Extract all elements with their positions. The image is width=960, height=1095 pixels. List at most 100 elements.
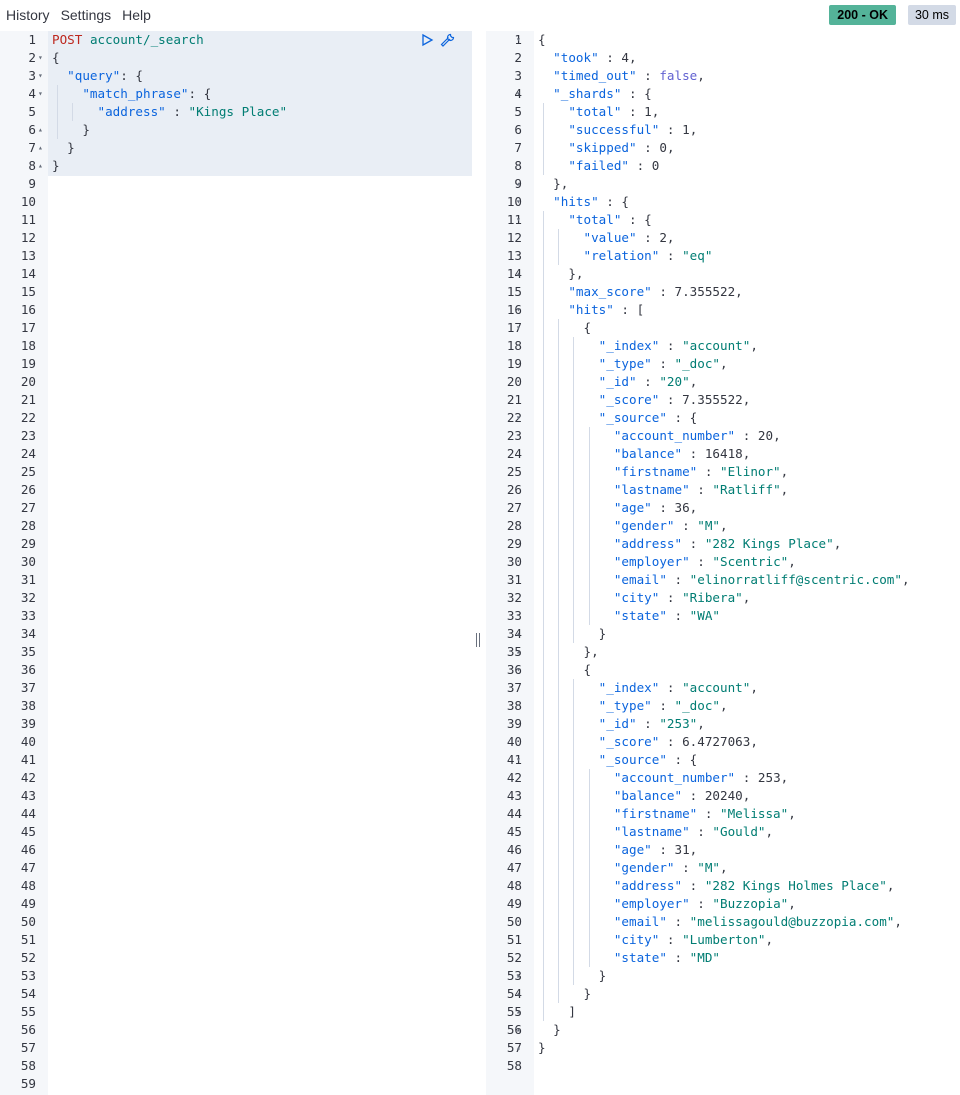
response-line[interactable]: 3 "timed_out" : false, [486,67,960,85]
request-line[interactable]: 48 [0,877,472,895]
request-line[interactable]: 45 [0,823,472,841]
fold-collapse-icon[interactable]: ▾ [38,71,43,80]
response-line[interactable]: 49 "employer" : "Buzzopia", [486,895,960,913]
request-line[interactable]: 34 [0,625,472,643]
request-line[interactable]: 26 [0,481,472,499]
response-line[interactable]: 15 "max_score" : 7.355522, [486,283,960,301]
fold-expand-icon[interactable]: ▴ [38,143,43,152]
request-line[interactable]: 4▾ "match_phrase": { [0,85,472,103]
fold-expand-icon[interactable]: ▴ [516,971,521,980]
response-line[interactable]: 38 "_type" : "_doc", [486,697,960,715]
request-line[interactable]: 32 [0,589,472,607]
response-line[interactable]: 44 "firstname" : "Melissa", [486,805,960,823]
request-line[interactable]: 25 [0,463,472,481]
fold-expand-icon[interactable]: ▴ [516,629,521,638]
response-line[interactable]: 55▴ ] [486,1003,960,1021]
response-line[interactable]: 22▾ "_source" : { [486,409,960,427]
response-line[interactable]: 56▴ } [486,1021,960,1039]
response-line[interactable]: 50 "email" : "melissagould@buzzopia.com"… [486,913,960,931]
request-line[interactable]: 22 [0,409,472,427]
play-icon[interactable] [420,33,434,47]
request-line[interactable]: 36 [0,661,472,679]
response-line[interactable]: 19 "_type" : "_doc", [486,355,960,373]
request-line[interactable]: 50 [0,913,472,931]
request-line[interactable]: 31 [0,571,472,589]
response-line[interactable]: 54▴ } [486,985,960,1003]
response-line[interactable]: 26 "lastname" : "Ratliff", [486,481,960,499]
menu-help[interactable]: Help [122,7,151,23]
fold-collapse-icon[interactable]: ▾ [516,323,521,332]
response-line[interactable]: 17▾ { [486,319,960,337]
fold-collapse-icon[interactable]: ▾ [516,305,521,314]
response-line[interactable]: 52 "state" : "MD" [486,949,960,967]
request-line[interactable]: 29 [0,535,472,553]
wrench-icon[interactable] [440,33,456,47]
request-line[interactable]: 18 [0,337,472,355]
response-line[interactable]: 2 "took" : 4, [486,49,960,67]
request-line[interactable]: 54 [0,985,472,1003]
fold-expand-icon[interactable]: ▴ [516,989,521,998]
request-line[interactable]: 58 [0,1057,472,1075]
request-line[interactable]: 53 [0,967,472,985]
response-line[interactable]: 32 "city" : "Ribera", [486,589,960,607]
response-line[interactable]: 37 "_index" : "account", [486,679,960,697]
response-line[interactable]: 33 "state" : "WA" [486,607,960,625]
request-line[interactable]: 38 [0,697,472,715]
request-line[interactable]: 7▴ } [0,139,472,157]
request-line[interactable]: 55 [0,1003,472,1021]
request-line[interactable]: 56 [0,1021,472,1039]
request-line[interactable]: 23 [0,427,472,445]
fold-expand-icon[interactable]: ▴ [516,1043,521,1052]
request-line[interactable]: 11 [0,211,472,229]
fold-collapse-icon[interactable]: ▾ [516,89,521,98]
fold-expand-icon[interactable]: ▴ [38,125,43,134]
request-line[interactable]: 24 [0,445,472,463]
response-line[interactable]: 53▴ } [486,967,960,985]
response-line[interactable]: 25 "firstname" : "Elinor", [486,463,960,481]
response-line[interactable]: 7 "skipped" : 0, [486,139,960,157]
response-line[interactable]: 48 "address" : "282 Kings Holmes Place", [486,877,960,895]
fold-collapse-icon[interactable]: ▾ [516,413,521,422]
request-line[interactable]: 47 [0,859,472,877]
request-line[interactable]: 27 [0,499,472,517]
request-line[interactable]: 5 "address" : "Kings Place" [0,103,472,121]
response-line[interactable]: 34▴ } [486,625,960,643]
fold-collapse-icon[interactable]: ▾ [38,53,43,62]
fold-expand-icon[interactable]: ▴ [38,161,43,170]
response-line[interactable]: 21 "_score" : 7.355522, [486,391,960,409]
response-line[interactable]: 51 "city" : "Lumberton", [486,931,960,949]
fold-collapse-icon[interactable]: ▾ [516,665,521,674]
request-line[interactable]: 44 [0,805,472,823]
request-line[interactable]: 49 [0,895,472,913]
request-line[interactable]: 40 [0,733,472,751]
response-line[interactable]: 31 "email" : "elinorratliff@scentric.com… [486,571,960,589]
fold-collapse-icon[interactable]: ▾ [516,35,521,44]
request-line[interactable]: 8▴} [0,157,472,175]
request-line[interactable]: 20 [0,373,472,391]
fold-expand-icon[interactable]: ▴ [516,179,521,188]
request-line[interactable]: 41 [0,751,472,769]
request-line[interactable]: 10 [0,193,472,211]
response-line[interactable]: 8 "failed" : 0 [486,157,960,175]
request-line[interactable]: 28 [0,517,472,535]
request-line[interactable]: 15 [0,283,472,301]
fold-collapse-icon[interactable]: ▾ [516,755,521,764]
fold-expand-icon[interactable]: ▴ [516,1007,521,1016]
pane-resize-handle[interactable] [476,633,482,647]
response-line[interactable]: 47 "gender" : "M", [486,859,960,877]
request-line[interactable]: 9 [0,175,472,193]
response-line[interactable]: 18 "_index" : "account", [486,337,960,355]
request-line[interactable]: 46 [0,841,472,859]
response-line[interactable]: 36▾ { [486,661,960,679]
request-line[interactable]: 16 [0,301,472,319]
request-line[interactable]: 12 [0,229,472,247]
response-line[interactable]: 43 "balance" : 20240, [486,787,960,805]
response-line[interactable]: 13 "relation" : "eq" [486,247,960,265]
response-line[interactable]: 30 "employer" : "Scentric", [486,553,960,571]
request-line[interactable]: 21 [0,391,472,409]
request-line[interactable]: 14 [0,265,472,283]
response-line[interactable]: 28 "gender" : "M", [486,517,960,535]
response-line[interactable]: 9▴ }, [486,175,960,193]
request-line[interactable]: 57 [0,1039,472,1057]
request-line[interactable]: 17 [0,319,472,337]
